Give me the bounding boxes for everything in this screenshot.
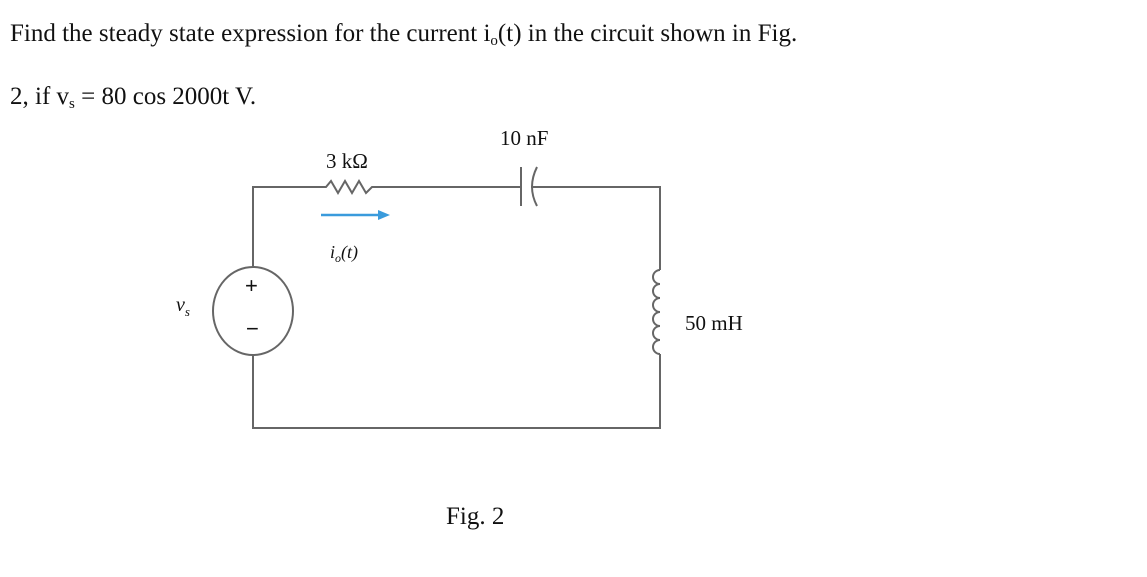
- source-subscript: s: [69, 96, 75, 112]
- resistor-label: 3 kΩ: [326, 149, 368, 173]
- problem-statement: Find the steady state expression for the…: [10, 6, 1130, 132]
- source-minus-sign: −: [246, 316, 259, 341]
- resistor-symbol: [320, 179, 378, 195]
- inductor-label: 50 mH: [685, 311, 743, 335]
- wire-bottom: [252, 354, 661, 429]
- current-label-subscript: o: [335, 251, 341, 265]
- voltage-source-circle: [212, 266, 294, 356]
- figure-caption: Fig. 2: [446, 503, 505, 530]
- current-label-symbol: i: [330, 242, 335, 262]
- problem-line-2-suffix: = 80 cos 2000t V.: [74, 83, 257, 110]
- source-label: vs: [176, 294, 190, 319]
- current-label-argument: (t): [341, 242, 358, 263]
- source-label-subscript: s: [185, 304, 190, 319]
- problem-line-1-suffix: (t) in the circuit shown in Fig.: [497, 20, 798, 47]
- capacitor-label: 10 nF: [500, 126, 548, 150]
- source-plus-sign: +: [245, 273, 258, 298]
- problem-line-1-text: Find the steady state expression for the…: [10, 20, 491, 47]
- problem-line-2: 2, if vs = 80 cos 2000t V.: [10, 69, 1130, 132]
- problem-line-1: Find the steady state expression for the…: [10, 6, 1130, 69]
- current-label: io(t): [330, 242, 358, 265]
- current-arrow-head: [378, 210, 390, 220]
- source-label-symbol: v: [176, 294, 185, 316]
- problem-line-2-text: 2, if v: [10, 83, 70, 110]
- wire-left-top: [252, 186, 320, 268]
- wire-top-right: [531, 186, 661, 270]
- inductor-symbol: [652, 269, 661, 355]
- current-subscript: o: [490, 33, 498, 49]
- circuit-wires: [212, 166, 661, 429]
